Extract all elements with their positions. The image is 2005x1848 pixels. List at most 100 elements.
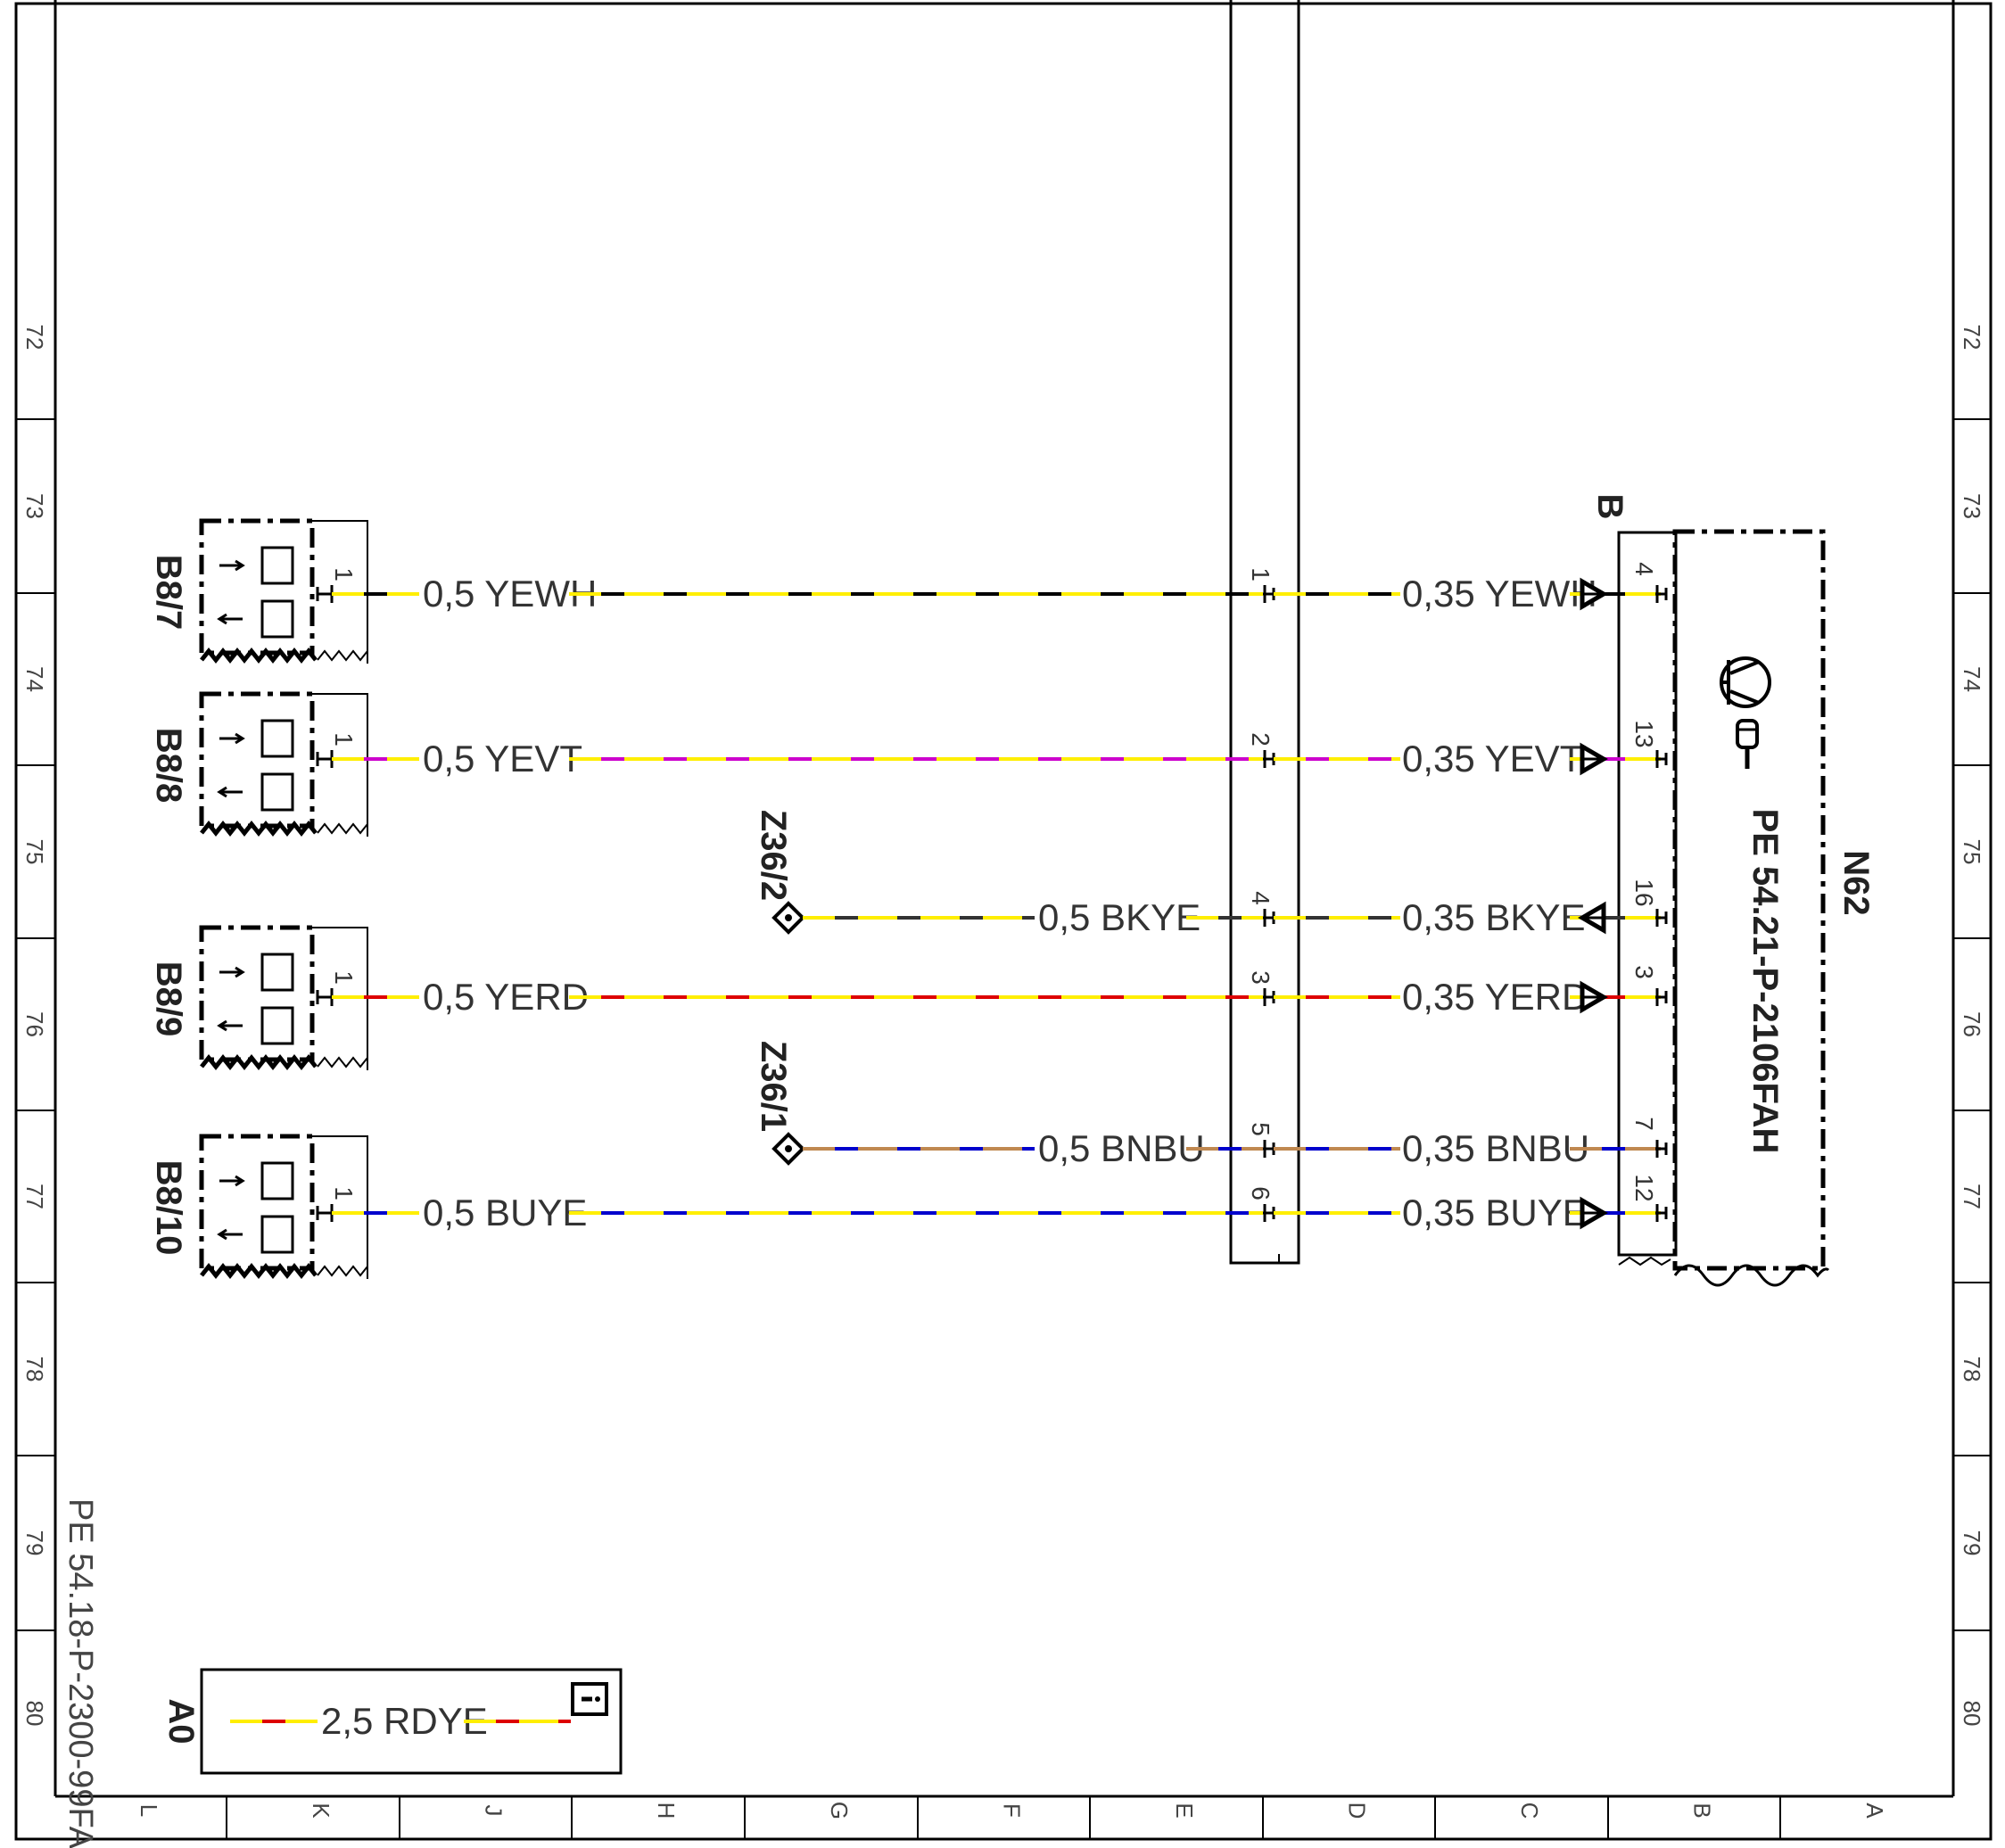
splice-node-dot <box>785 1145 792 1152</box>
row-label-right: 74 <box>1959 666 1985 692</box>
n62-connector-letter: B <box>1590 494 1630 520</box>
harness-pin-number: 2 <box>1247 732 1275 747</box>
row-label-left: 78 <box>21 1357 48 1382</box>
outer-frame <box>14 2 1993 1841</box>
row-label-left: 79 <box>21 1530 48 1556</box>
sensor-b8-8: B8/8 <box>149 691 368 837</box>
row-label-right: 77 <box>1959 1184 1985 1209</box>
n62-pin-number: 4 <box>1630 562 1658 576</box>
left-wire-label: 0,5 BKYE <box>1038 896 1201 938</box>
row-label-right: 76 <box>1959 1011 1985 1037</box>
sensor-label: B8/7 <box>149 555 188 631</box>
a0-box <box>200 1668 623 1775</box>
harness-pin-number: 6 <box>1247 1186 1275 1200</box>
row-label-right: 73 <box>1959 493 1985 519</box>
sensor-pin-number: 1 <box>330 567 358 582</box>
n62-pin-icon <box>1655 1204 1668 1222</box>
a0-label: A0 <box>161 1698 201 1744</box>
a0-wire-label: 2,5 RDYE <box>321 1700 488 1742</box>
left-wire-label: 0,5 YERD <box>423 976 589 1018</box>
row-label-right: 78 <box>1959 1357 1985 1382</box>
left-wire-label: 0,5 BUYE <box>423 1192 587 1233</box>
row-label-left: 72 <box>21 325 48 351</box>
row-label-right: 72 <box>1959 325 1985 351</box>
right-wire-label: 0,35 BUYE <box>1402 1192 1588 1233</box>
right-wire-label: 0,35 YEVT <box>1402 738 1582 780</box>
n62-pin-number: 16 <box>1630 879 1658 906</box>
sensor-pin-number: 1 <box>330 1186 358 1200</box>
wire-row: 1 0,5 YEVT 2 0,35 YEVT 13 <box>316 720 1668 780</box>
harness-pin-icon <box>1263 585 1275 603</box>
n62-pin-icon <box>1655 585 1668 603</box>
n62-label: N62 <box>1836 850 1876 915</box>
harness-pin-number: 5 <box>1247 1122 1275 1136</box>
n62-pin-number: 12 <box>1630 1174 1658 1201</box>
column-label: E <box>1171 1803 1198 1818</box>
n62-pin-icon <box>1655 750 1668 768</box>
wire-row: 1 0,5 BUYE 6 0,35 BUYE 12 <box>316 1174 1668 1233</box>
sensor-b8-10: B8/10 <box>149 1134 368 1280</box>
row-label-left: 75 <box>21 839 48 865</box>
column-label: L <box>136 1804 162 1817</box>
right-wire-label: 0,35 BKYE <box>1402 896 1585 938</box>
info-icon <box>571 1682 608 1716</box>
n62-cut-line <box>1673 1264 1830 1287</box>
column-label: A <box>1861 1803 1888 1819</box>
column-label: G <box>826 1802 853 1819</box>
row-label-left: 76 <box>21 1011 48 1037</box>
row-label-left: 73 <box>21 493 48 519</box>
document-reference: PE 54.18-P-2300-99FAH <box>62 1498 99 1848</box>
left-wire-label: 0,5 BNBU <box>1038 1127 1205 1169</box>
n62-connector-housing <box>1617 531 1678 1257</box>
right-wire-label: 0,35 YEWH <box>1402 573 1597 615</box>
column-label: F <box>999 1803 1026 1818</box>
splice-node-dot <box>785 914 792 921</box>
wire-row: 1 0,5 YEWH 1 0,35 YEWH 4 <box>316 562 1668 615</box>
n62-pin-number: 7 <box>1630 1117 1658 1131</box>
harness-pin-number: 4 <box>1247 891 1275 905</box>
n62-reference: PE 54.21-P-2106FAH <box>1745 809 1785 1154</box>
sensor-pin-icon <box>316 750 334 768</box>
sensor-pin-number: 1 <box>330 732 358 747</box>
sensor-pin-icon <box>316 585 334 603</box>
left-wire-label: 0,5 YEWH <box>423 573 597 615</box>
sensor-b8-9: B8/9 <box>149 925 368 1071</box>
sensor-b8-7: B8/7 <box>149 518 368 664</box>
row-label-left: 77 <box>21 1184 48 1209</box>
sensor-pin-number: 1 <box>330 970 358 985</box>
n62-connector-cut <box>1618 1256 1671 1266</box>
splice-label: Z36/2 <box>754 810 793 901</box>
row-label-left: 80 <box>21 1701 48 1727</box>
n62-module <box>1672 529 1826 1271</box>
harness-pin-icon <box>1263 1140 1275 1158</box>
column-label: J <box>481 1805 507 1817</box>
n62-pin-number: 3 <box>1630 965 1658 979</box>
row-label-right: 80 <box>1959 1701 1985 1727</box>
sensor-label: B8/9 <box>149 961 188 1037</box>
n62-pin-icon <box>1655 988 1668 1006</box>
column-label: K <box>308 1803 334 1819</box>
harness-pin-icon <box>1263 1204 1275 1222</box>
left-wire-label: 0,5 YEVT <box>423 738 582 780</box>
transistor-icon <box>1720 656 1771 708</box>
splice-harness <box>1229 0 1300 1265</box>
splice-label: Z36/1 <box>754 1041 793 1132</box>
sensor-label: B8/8 <box>149 728 188 804</box>
right-wire-label: 0,35 YERD <box>1402 976 1588 1018</box>
n62-pin-number: 13 <box>1630 720 1658 747</box>
column-label: H <box>653 1803 680 1819</box>
harness-pin-icon <box>1263 988 1275 1006</box>
column-label: B <box>1689 1803 1716 1818</box>
column-label: C <box>1516 1803 1543 1819</box>
splice-harness-end <box>1231 1254 1280 1264</box>
row-label-right: 75 <box>1959 839 1985 865</box>
harness-pin-icon <box>1263 909 1275 927</box>
wire-row: Z36/2 0,5 BKYE 4 0,35 BKYE 16 <box>754 810 1668 938</box>
harness-pin-number: 1 <box>1247 567 1275 582</box>
sensor-pin-icon <box>316 1204 334 1222</box>
sensor-label: B8/10 <box>149 1160 188 1256</box>
